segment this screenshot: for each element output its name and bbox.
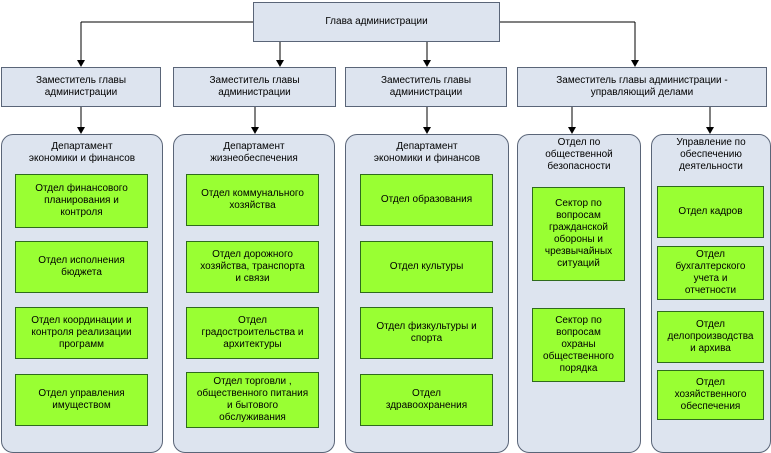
group-title: Управление по обеспечению деятельности <box>676 137 746 172</box>
unit-box: Отдел хозяйственного обеспечения <box>657 370 764 420</box>
unit-box: Отдел образования <box>360 174 493 226</box>
group-title: Департамент жизнеобеспечения <box>210 141 298 164</box>
unit-box: Отдел финансового планирования и контрол… <box>15 174 148 228</box>
unit-box: Отдел торговли , общественного питания и… <box>186 372 319 428</box>
group-title: Департамент экономики и финансов <box>28 141 136 164</box>
unit-box: Отдел исполнения бюджета <box>15 241 148 293</box>
head-box: Глава администрации <box>253 2 500 42</box>
unit-box: Отдел дорожного хозяйства, транспорта и … <box>186 241 319 293</box>
group-life-support: Департамент жизнеобеспечения Отдел комму… <box>173 134 335 453</box>
group-public-safety: Отдел по общественной безопасности Секто… <box>517 134 641 453</box>
deputy-box-4: Заместитель главы администрации - управл… <box>517 67 767 107</box>
unit-box: Отдел здравоохранения <box>360 374 493 426</box>
unit-box: Сектор по вопросам гражданской обороны и… <box>532 187 625 281</box>
unit-box: Сектор по вопросам охраны общественного … <box>532 308 625 382</box>
unit-box: Отдел бухгалтерского учета и отчетности <box>657 246 764 300</box>
group-economy-finance-1: Департамент экономики и финансов Отдел ф… <box>1 134 163 453</box>
deputy-box-2: Заместитель главы администрации <box>173 67 336 107</box>
unit-box: Отдел физкультуры и спорта <box>360 307 493 359</box>
group-economy-finance-2: Департамент экономики и финансов Отдел о… <box>345 134 509 453</box>
unit-box: Отдел культуры <box>360 241 493 293</box>
group-title: Отдел по общественной безопасности <box>545 137 613 172</box>
unit-box: Отдел координации и контроля реализации … <box>15 307 148 359</box>
unit-box: Отдел кадров <box>657 186 764 238</box>
group-title: Департамент экономики и финансов <box>373 141 481 164</box>
deputy-box-1: Заместитель главы администрации <box>1 67 161 107</box>
unit-box: Отдел управления имуществом <box>15 374 148 426</box>
unit-box: Отдел коммунального хозяйства <box>186 174 319 226</box>
deputy-box-3: Заместитель главы администрации <box>345 67 507 107</box>
group-operations-support: Управление по обеспечению деятельности О… <box>651 134 771 453</box>
unit-box: Отдел делопроизводства и архива <box>657 311 764 363</box>
unit-box: Отдел градостроительства и архитектуры <box>186 307 319 359</box>
